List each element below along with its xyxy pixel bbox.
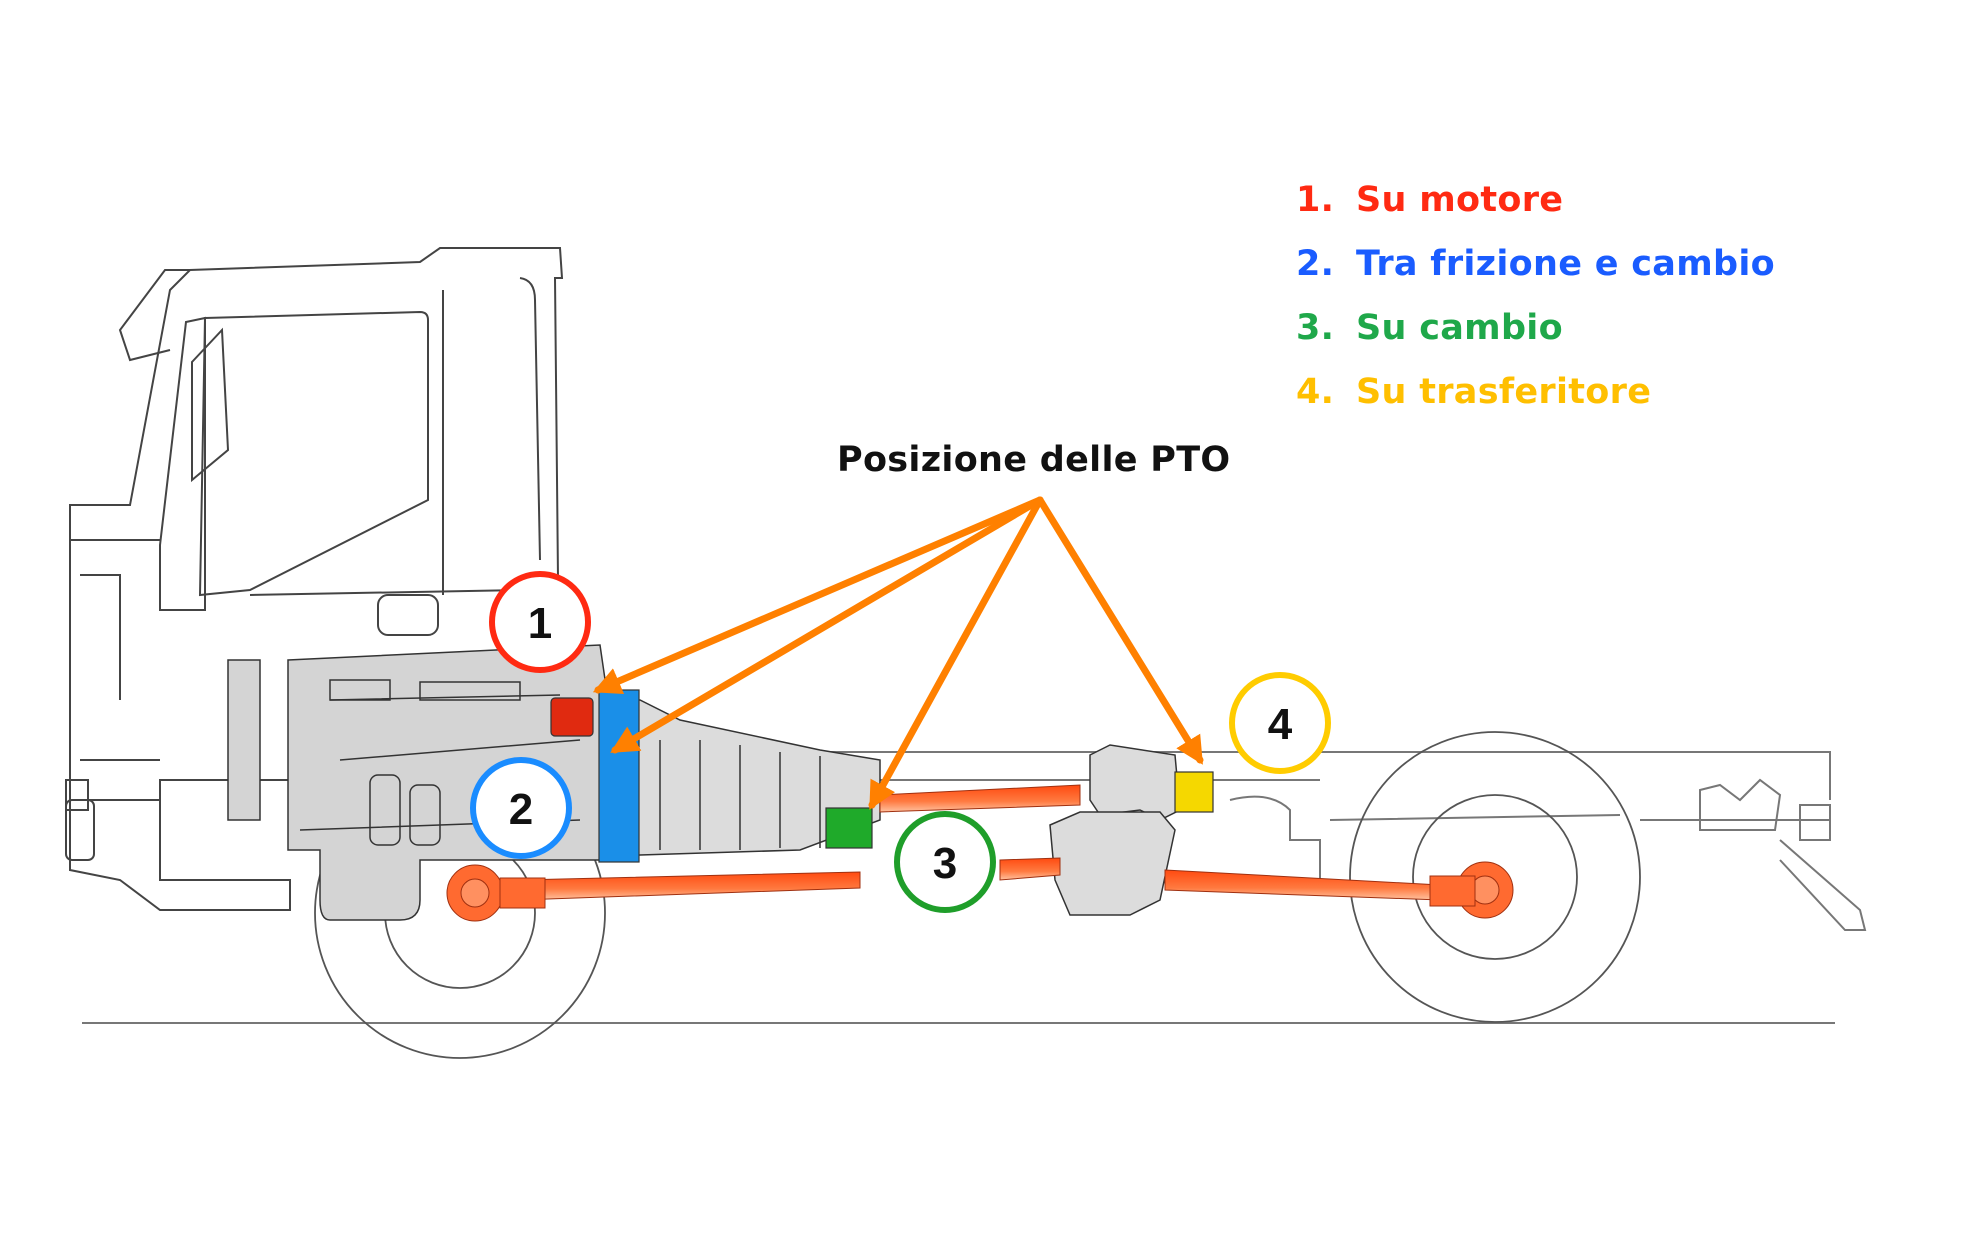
legend-number: 2. [1296,244,1335,284]
marker-1: 1 [489,571,591,673]
transfer-case [1049,744,1181,916]
arrow-to-pto-3 [868,496,1044,810]
driveline [446,784,1514,922]
pto-clutch-unit [598,689,640,863]
diagram-title: Posizione delle PTO [837,440,1231,480]
pto-engine-unit [550,697,594,737]
pto-transfer-unit [1174,771,1214,813]
pto-gearbox-unit [825,807,873,849]
svg-text:2: 2 [509,785,533,834]
legend-item-4: 4. Su trasferitore [1296,360,1775,424]
rear-wheel [1349,731,1641,1023]
svg-text:3: 3 [933,839,957,888]
legend-label: Su trasferitore [1356,372,1652,412]
legend-label: Su cambio [1356,308,1563,348]
legend-number: 4. [1296,372,1335,412]
marker-3: 3 [894,811,996,913]
legend-label: Su motore [1356,180,1564,220]
legend-number: 3. [1296,308,1335,348]
arrow-to-pto-1 [592,496,1044,695]
arrow-to-pto-2 [610,496,1044,754]
marker-2: 2 [470,757,572,859]
legend-label: Tra frizione e cambio [1356,244,1775,284]
legend-item-2: 2. Tra frizione e cambio [1296,232,1775,296]
pointer-arrows [592,496,1204,810]
arrow-to-pto-4 [1036,496,1204,765]
legend-item-3: 3. Su cambio [1296,296,1775,360]
svg-text:4: 4 [1268,700,1293,749]
legend: 1. Su motore 2. Tra frizione e cambio 3.… [1296,168,1775,424]
marker-4: 4 [1229,672,1331,774]
legend-number: 1. [1296,180,1335,220]
pto-units [550,689,1214,863]
legend-item-1: 1. Su motore [1296,168,1775,232]
svg-text:1: 1 [528,599,552,648]
